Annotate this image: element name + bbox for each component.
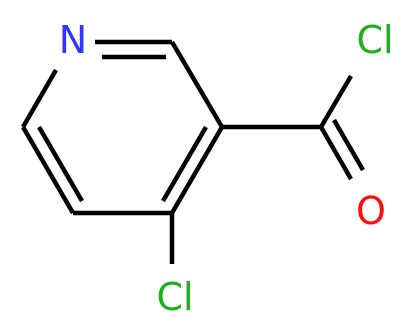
atom-label-nitrogen: N <box>59 18 87 62</box>
bond-c3-c4 <box>170 125 224 215</box>
bond-c2-c3 <box>170 40 224 129</box>
bond-c5-c6-inner <box>37 125 84 203</box>
atom-label-ring-chlorine: Cl <box>156 275 193 319</box>
bond-carbonyl-o-inner <box>332 118 365 172</box>
bond-c5-c6 <box>21 125 75 215</box>
bonds <box>21 39 365 264</box>
bond-c3-c4-inner <box>161 125 208 203</box>
atom-label-oxygen: O <box>356 189 386 233</box>
bond-carbonyl-cl <box>319 74 353 129</box>
bond-carbonyl-o <box>319 125 353 181</box>
bond-c6-n <box>21 68 58 129</box>
atom-label-acyl-chlorine: Cl <box>356 18 393 62</box>
